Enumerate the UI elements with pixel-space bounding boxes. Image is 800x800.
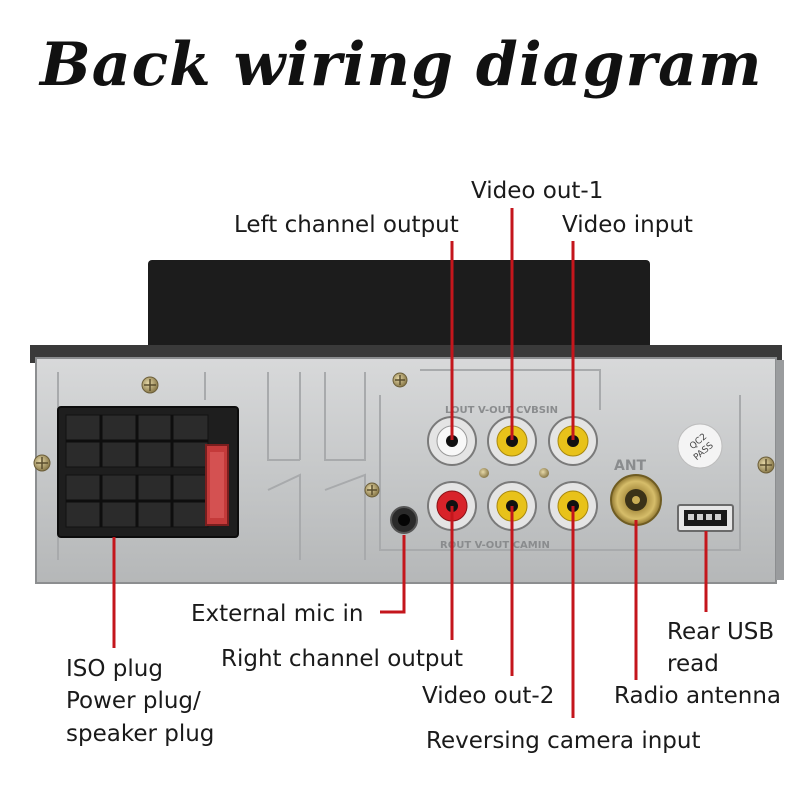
label-iso-plug-3: speaker plug (66, 721, 215, 747)
panel-ant-text: ANT (614, 458, 647, 474)
label-right-channel-output: Right channel output (221, 646, 464, 672)
label-rear-usb-1: Rear USB (667, 619, 775, 645)
leader-mic (380, 535, 406, 614)
rca-video-input (548, 416, 598, 466)
label-iso-plug-2: Power plug/ (66, 688, 201, 714)
panel-top-text: LOUT V-OUT CVBSIN (445, 405, 558, 416)
mic-jack (390, 506, 418, 534)
panel-bottom-text: ROUT V-OUT CAMIN (440, 540, 550, 551)
label-video-out-1: Video out-1 (471, 178, 604, 204)
panel-ribs (57, 369, 741, 560)
label-iso-plug-1: ISO plug (66, 656, 163, 682)
label-radio-antenna: Radio antenna (614, 683, 782, 709)
screws (33, 372, 775, 498)
rca-video-out-1 (487, 416, 537, 466)
leader-lines (112, 208, 708, 718)
chassis-top (148, 260, 650, 360)
panel-edge (776, 360, 784, 580)
label-external-mic-in: External mic in (191, 601, 364, 627)
label-video-input: Video input (562, 212, 693, 238)
page-title: Back wiring diagram (40, 30, 763, 100)
rca-left-channel-out (427, 416, 477, 466)
label-rear-usb-2: read (667, 651, 719, 677)
label-left-channel-output: Left channel output (234, 212, 459, 238)
label-reversing-camera-input: Reversing camera input (426, 728, 701, 754)
antenna-socket (610, 474, 662, 526)
qc-pass-sticker: QC2 PASS (677, 423, 723, 469)
iso-connector (57, 406, 239, 538)
label-video-out-2: Video out-2 (422, 683, 555, 709)
usb-port (677, 504, 734, 532)
